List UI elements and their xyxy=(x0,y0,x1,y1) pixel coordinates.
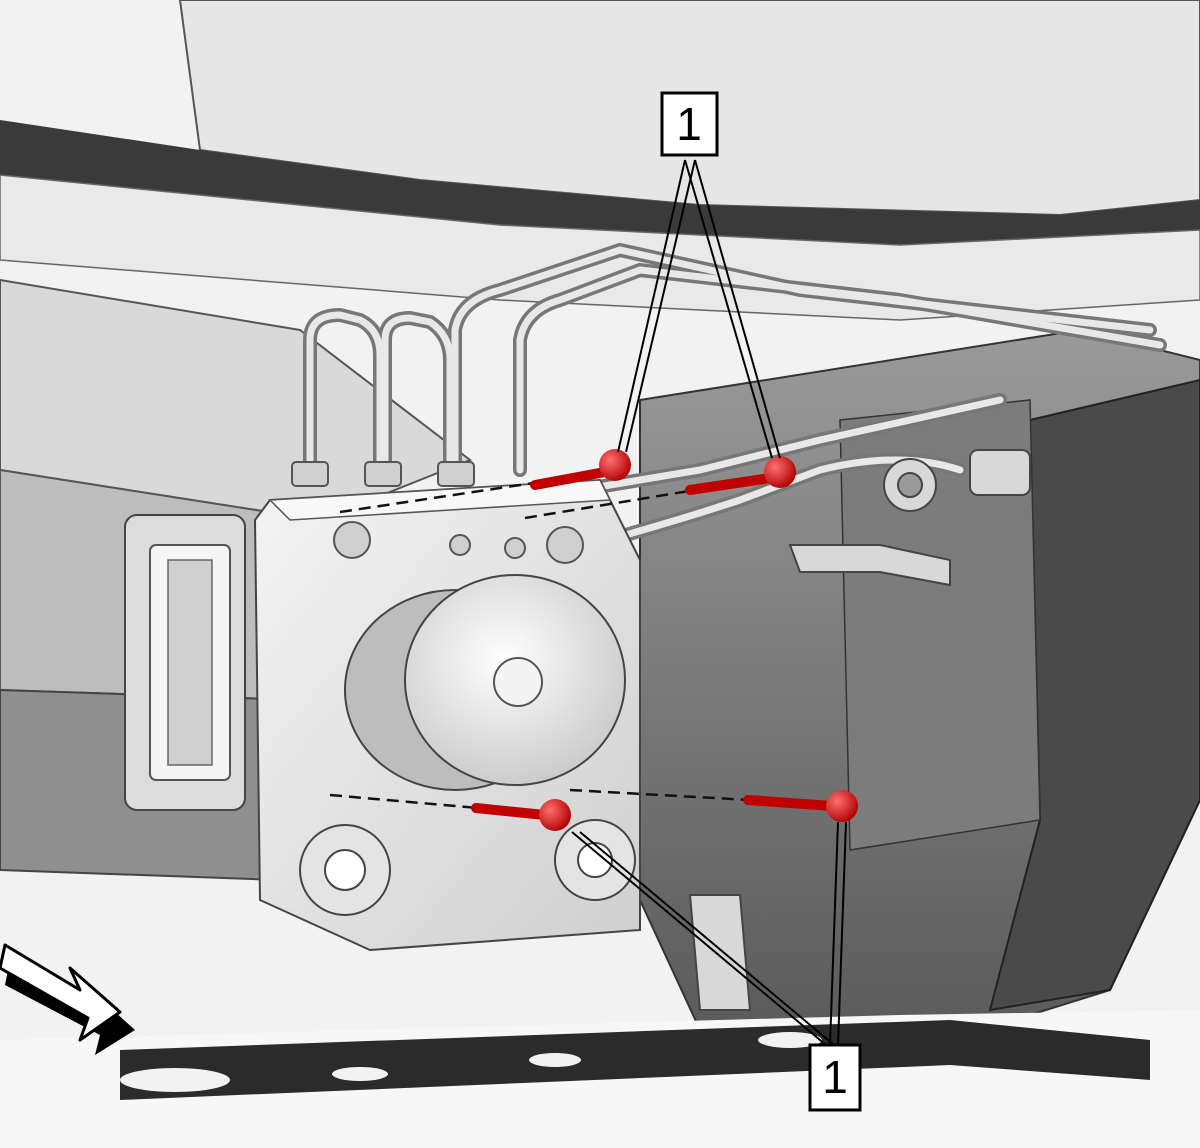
bolt-icon xyxy=(530,449,631,490)
bolt-icon xyxy=(471,799,571,831)
abs-module xyxy=(124,461,641,952)
callout-bottom-label: 1 xyxy=(822,1051,848,1103)
pump-motor xyxy=(344,574,626,791)
callout-leaders xyxy=(571,159,847,1046)
bolt-icon xyxy=(685,456,796,495)
callout-bottom: 1 xyxy=(808,1043,862,1112)
line-fittings xyxy=(291,461,584,564)
bolt-icon xyxy=(743,790,858,822)
mounting-feet xyxy=(299,819,636,916)
front-direction-arrow-icon xyxy=(0,943,135,1055)
bolt-guide-lines xyxy=(329,480,751,810)
bracket-hardware xyxy=(688,449,1031,1011)
fasteners xyxy=(471,449,858,831)
callout-top: 1 xyxy=(660,91,719,157)
electrical-connector xyxy=(124,514,246,811)
callout-top-label: 1 xyxy=(676,98,702,150)
